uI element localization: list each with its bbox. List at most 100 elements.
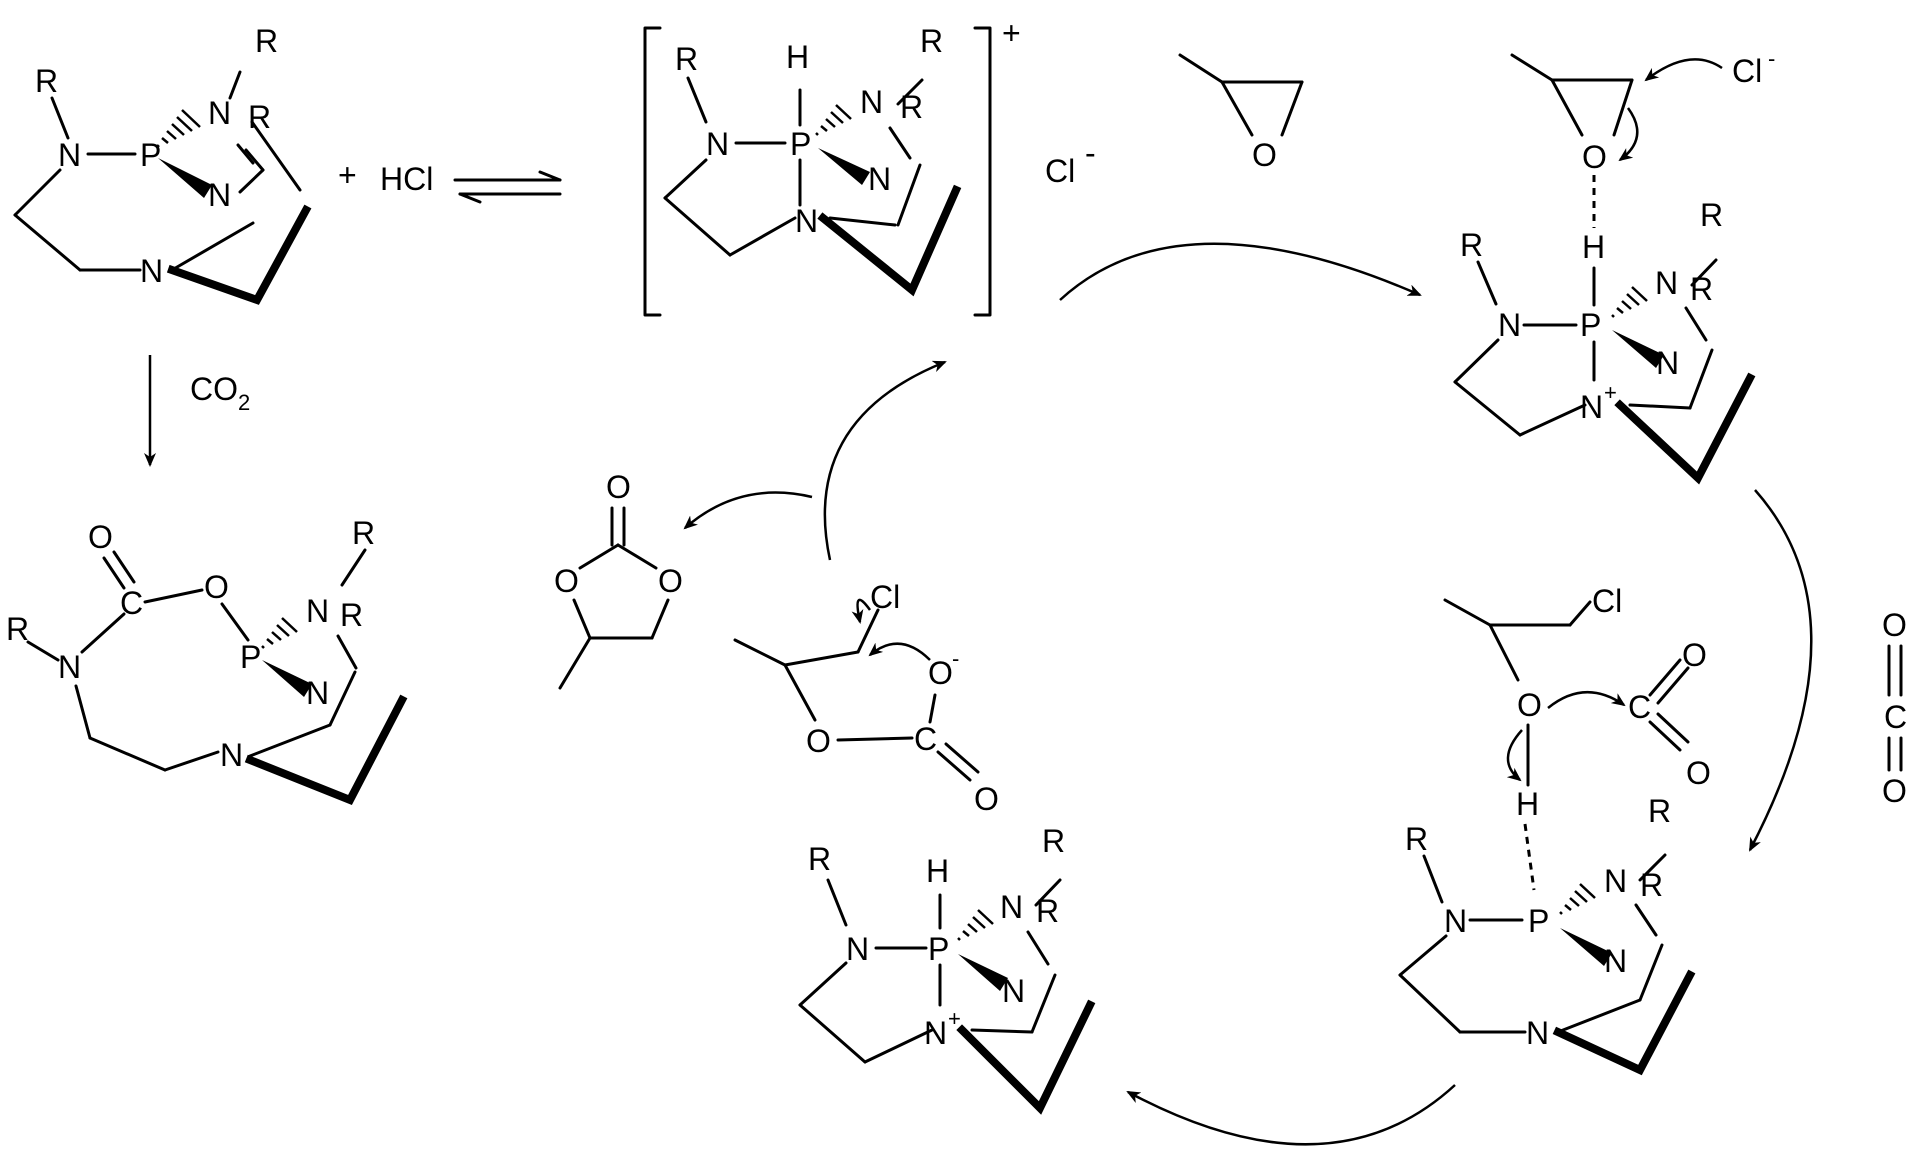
atom-label-p: P <box>1528 903 1549 939</box>
atom-label-o: O <box>1682 637 1707 673</box>
atom-label-h: H <box>1582 229 1605 265</box>
atom-label-r: R <box>900 89 923 125</box>
plus-sign: + <box>338 157 357 193</box>
cycle-arrow <box>1126 1084 1456 1146</box>
cycle-arrow <box>1059 242 1422 301</box>
atom-label-n: N <box>220 737 243 773</box>
wedge-bond <box>958 954 1008 991</box>
atom-label-n: N <box>140 253 163 289</box>
hashed-bond <box>957 909 994 941</box>
atom-label-o: O <box>1882 773 1907 809</box>
propylene-carbonate-product: O O O <box>554 469 683 690</box>
cycle-arrow <box>1748 489 1813 852</box>
atom-label-cl: Cl <box>1592 583 1622 619</box>
carbon-dioxide-reagent: O C O <box>1882 607 1907 809</box>
atom-label-n: N <box>1604 863 1627 899</box>
wedge-bond <box>1612 330 1664 368</box>
plus-sign: + <box>1604 380 1617 405</box>
atom-label-r: R <box>340 597 363 633</box>
regenerated-cation: R H R N P N R N N + <box>798 823 1096 1115</box>
carbamate-adduct: O C O N R N P N R R N <box>6 515 408 806</box>
atom-label-h: H <box>786 39 809 75</box>
chloride-ion: Cl <box>1732 53 1762 89</box>
equilibrium-arrows <box>453 170 562 204</box>
atom-label-r: R <box>1648 793 1671 829</box>
epoxide-activated-complex: O Cl - H R R N P N R N N + <box>1453 46 1775 485</box>
superbase-molecule: R R N P N R N N <box>13 23 312 305</box>
atom-label-n: N <box>1656 345 1679 381</box>
cycle-branch-arrow <box>683 491 813 530</box>
atom-label-o: O <box>658 563 683 599</box>
alkoxide-co2-complex: Cl O C O O H R R N <box>1398 583 1711 1076</box>
hcl-label: HCl <box>380 161 433 197</box>
atom-label-r: R <box>920 23 943 59</box>
atom-label-c: C <box>914 721 937 757</box>
atom-label-c: C <box>1884 699 1907 735</box>
atom-label-r: R <box>1700 197 1723 233</box>
atom-label-p: P <box>790 126 811 162</box>
atom-label-o: O <box>606 469 631 505</box>
atom-label-r: R <box>255 23 278 59</box>
atom-label-n: N <box>1444 903 1467 939</box>
atom-label-n: N <box>1655 265 1678 301</box>
atom-label-o: O <box>88 519 113 555</box>
atom-label-o: O <box>1882 607 1907 643</box>
curved-arrow <box>1547 691 1626 709</box>
plus-sign: + <box>948 1006 961 1031</box>
curved-arrow <box>851 598 872 624</box>
atom-label-r: R <box>1640 867 1663 903</box>
atom-label-n: N <box>306 593 329 629</box>
atom-label-o: O <box>928 655 953 691</box>
atom-label-n: N <box>58 137 81 173</box>
atom-label-c: C <box>120 585 143 621</box>
atom-label-r: R <box>352 515 375 551</box>
atom-label-n: N <box>706 126 729 162</box>
atom-label-o: O <box>1582 139 1607 175</box>
atom-label-o: O <box>554 563 579 599</box>
curved-arrow <box>868 642 931 661</box>
atom-label-n: N <box>1000 889 1023 925</box>
atom-label-c: C <box>1628 689 1651 725</box>
hashed-bond <box>1611 286 1648 318</box>
curved-arrow <box>1618 107 1639 162</box>
atom-label-p: P <box>240 639 261 675</box>
minus-sign: - <box>1768 46 1775 71</box>
curved-arrow <box>1506 729 1523 782</box>
atom-label-r: R <box>1036 893 1059 929</box>
atom-label-n: N <box>208 177 231 213</box>
protonated-cation-bracketed: + R H R N P N R N N <box>643 15 1021 317</box>
minus-sign: - <box>1085 135 1096 171</box>
atom-label-n: N <box>58 649 81 685</box>
atom-label-n: N <box>1604 943 1627 979</box>
atom-label-o: O <box>204 569 229 605</box>
atom-label-o: O <box>1517 687 1542 723</box>
atom-label-h: H <box>926 853 949 889</box>
atom-label-n: N <box>795 203 818 239</box>
co2-subscript: 2 <box>238 390 250 415</box>
atom-label-r: R <box>1405 821 1428 857</box>
atom-label-p: P <box>928 931 949 967</box>
hashed-bond <box>815 104 852 136</box>
atom-label-r: R <box>1042 823 1065 859</box>
chloroalkyl-carbonate-intermediate: Cl O C O - O <box>733 579 999 817</box>
atom-label-p: P <box>140 137 161 173</box>
co2-label: CO <box>190 371 238 407</box>
minus-sign: - <box>952 646 959 671</box>
atom-label-o: O <box>806 723 831 759</box>
atom-label-n: N <box>860 84 883 120</box>
atom-label-n: N <box>1498 307 1521 343</box>
wedge-bond <box>818 148 870 185</box>
wedge-bond <box>1560 928 1612 966</box>
atom-label-r: R <box>808 841 831 877</box>
atom-label-n: N <box>1002 973 1025 1009</box>
chloride-counterion: Cl <box>1045 153 1075 189</box>
atom-label-n: N <box>924 1015 947 1051</box>
atom-label-r: R <box>6 611 29 647</box>
atom-label-o: O <box>1686 755 1711 791</box>
atom-label-p: P <box>1580 307 1601 343</box>
atom-label-cl: Cl <box>870 579 900 615</box>
propylene-oxide: O <box>1178 53 1304 173</box>
atom-label-n: N <box>1526 1015 1549 1051</box>
atom-label-r: R <box>1460 227 1483 263</box>
atom-label-r: R <box>248 99 271 135</box>
